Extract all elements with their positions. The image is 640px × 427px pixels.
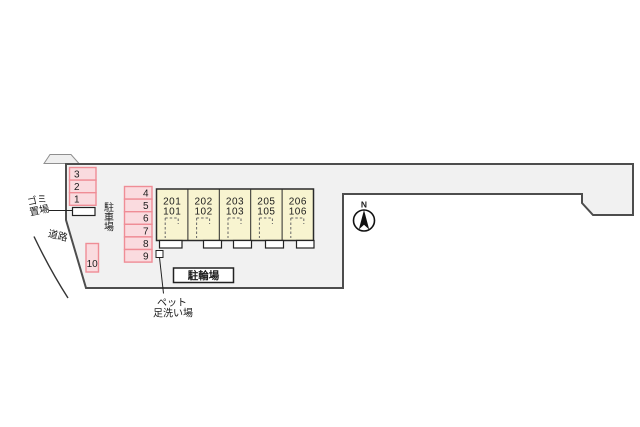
north-arrow-icon xyxy=(358,210,370,230)
parking-stall-6-number: 6 xyxy=(143,214,149,225)
unit-206-label: 206 xyxy=(289,197,307,208)
generated-diagram-items: 3214567891020110120210220310320510520610… xyxy=(68,166,315,273)
parking-lot-label: 駐車場 xyxy=(104,201,114,234)
parking-stall-10-number: 10 xyxy=(87,259,99,270)
parking-stall-9-number: 9 xyxy=(143,252,149,263)
unit-201-label: 201 xyxy=(163,197,181,208)
parking-stall-2-number: 2 xyxy=(74,182,80,193)
unit-205-label: 205 xyxy=(257,197,275,208)
parking-stall-7-number: 7 xyxy=(143,226,149,237)
parking-stall-4-number: 4 xyxy=(143,189,149,200)
unit-porch-step xyxy=(264,239,285,249)
parking-stall-9 xyxy=(123,248,153,263)
bicycle-parking-label: 駐輪場 xyxy=(188,269,220,282)
unit-porch-step xyxy=(295,239,315,249)
pet-wash-label-line2: 足洗い場 xyxy=(153,307,193,320)
parking-stall-10 xyxy=(85,242,100,273)
trash-area-label: ゴミ 置場 xyxy=(26,192,50,219)
road-label: 道路 xyxy=(47,227,70,244)
parking-stall-8-number: 8 xyxy=(143,239,149,250)
parking-stall-1-number: 1 xyxy=(74,195,80,206)
road-edge-line xyxy=(33,236,69,299)
trash-label-line1: ゴミ xyxy=(26,192,48,209)
unit-202-label: 202 xyxy=(195,197,213,208)
unit-106-label: 106 xyxy=(289,207,307,218)
unit-porch-step xyxy=(202,239,223,249)
pet-wash-label-line1: ペット xyxy=(157,298,187,309)
north-label: N xyxy=(361,200,367,210)
unit-102-label: 102 xyxy=(195,207,213,218)
unit-101-label: 101 xyxy=(163,207,181,218)
building xyxy=(155,188,315,242)
parking-stall-1 xyxy=(68,191,97,206)
parking-stall-3-number: 3 xyxy=(74,170,80,181)
pet-wash-box xyxy=(155,250,164,258)
unit-porch-step xyxy=(232,239,253,249)
bicycle-parking-box xyxy=(172,267,235,284)
unit-105-label: 105 xyxy=(257,207,275,218)
trash-point-box xyxy=(71,206,96,217)
trash-label-line2: 置場 xyxy=(28,202,50,219)
unit-203-label: 203 xyxy=(226,197,244,208)
lot-entry-bump xyxy=(43,154,81,164)
unit-103-label: 103 xyxy=(226,207,244,218)
pet-wash-pointer xyxy=(159,257,164,294)
parking-stall-5-number: 5 xyxy=(143,201,149,212)
unit-porch-step xyxy=(158,239,183,249)
